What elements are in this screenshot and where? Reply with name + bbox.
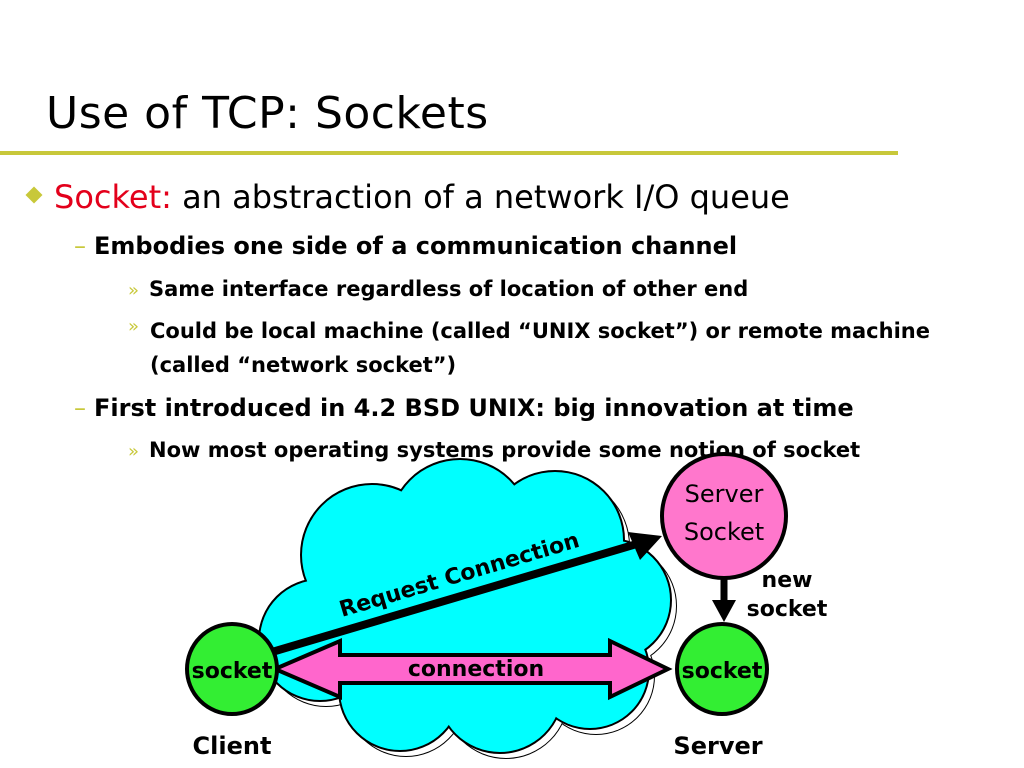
- bullet-level2-embodies: –Embodies one side of a communication ch…: [74, 232, 737, 260]
- bullet-keyword: Socket:: [54, 178, 172, 216]
- slide-title: Use of TCP: Sockets: [46, 88, 489, 139]
- raquo-bullet-icon: »: [128, 316, 140, 337]
- server-listening-socket-label-line2: Socket: [684, 518, 764, 546]
- server-listening-socket-node: [660, 452, 788, 580]
- bullet-level1: Socket: an abstraction of a network I/O …: [25, 178, 790, 216]
- new-socket-label-line1: new: [762, 568, 813, 593]
- server-label: Server: [673, 732, 762, 760]
- bullet-level2-bsd: –First introduced in 4.2 BSD UNIX: big i…: [74, 394, 854, 422]
- client-socket-node: [185, 622, 279, 716]
- connection-double-arrow: [269, 637, 673, 701]
- bullet-level3-local-remote: » Could be local machine (called “UNIX s…: [128, 316, 958, 382]
- title-underline: [0, 151, 898, 155]
- bullet-text: Embodies one side of a communication cha…: [94, 232, 738, 260]
- bullet-text: Same interface regardless of location of…: [149, 277, 749, 301]
- bullet-text: Could be local machine (called “UNIX soc…: [150, 319, 930, 377]
- client-socket-label: socket: [192, 659, 273, 684]
- connection-label: connection: [408, 657, 544, 682]
- server-socket-label: socket: [682, 659, 763, 684]
- server-socket-node: [675, 622, 769, 716]
- raquo-bullet-icon: »: [128, 280, 140, 301]
- dash-bullet-icon: –: [74, 394, 86, 422]
- bullet-text: First introduced in 4.2 BSD UNIX: big in…: [94, 394, 854, 422]
- new-socket-arrow: [712, 578, 736, 622]
- new-socket-label-line2: socket: [747, 597, 828, 622]
- server-listening-socket-label-line1: Server: [685, 480, 764, 508]
- request-connection-arrow: [270, 532, 662, 656]
- raquo-bullet-icon: »: [128, 441, 140, 462]
- bullet-text: an abstraction of a network I/O queue: [182, 178, 790, 216]
- client-label: Client: [193, 732, 272, 760]
- bullet-level3-interface: » Same interface regardless of location o…: [128, 277, 748, 301]
- dash-bullet-icon: –: [74, 232, 86, 260]
